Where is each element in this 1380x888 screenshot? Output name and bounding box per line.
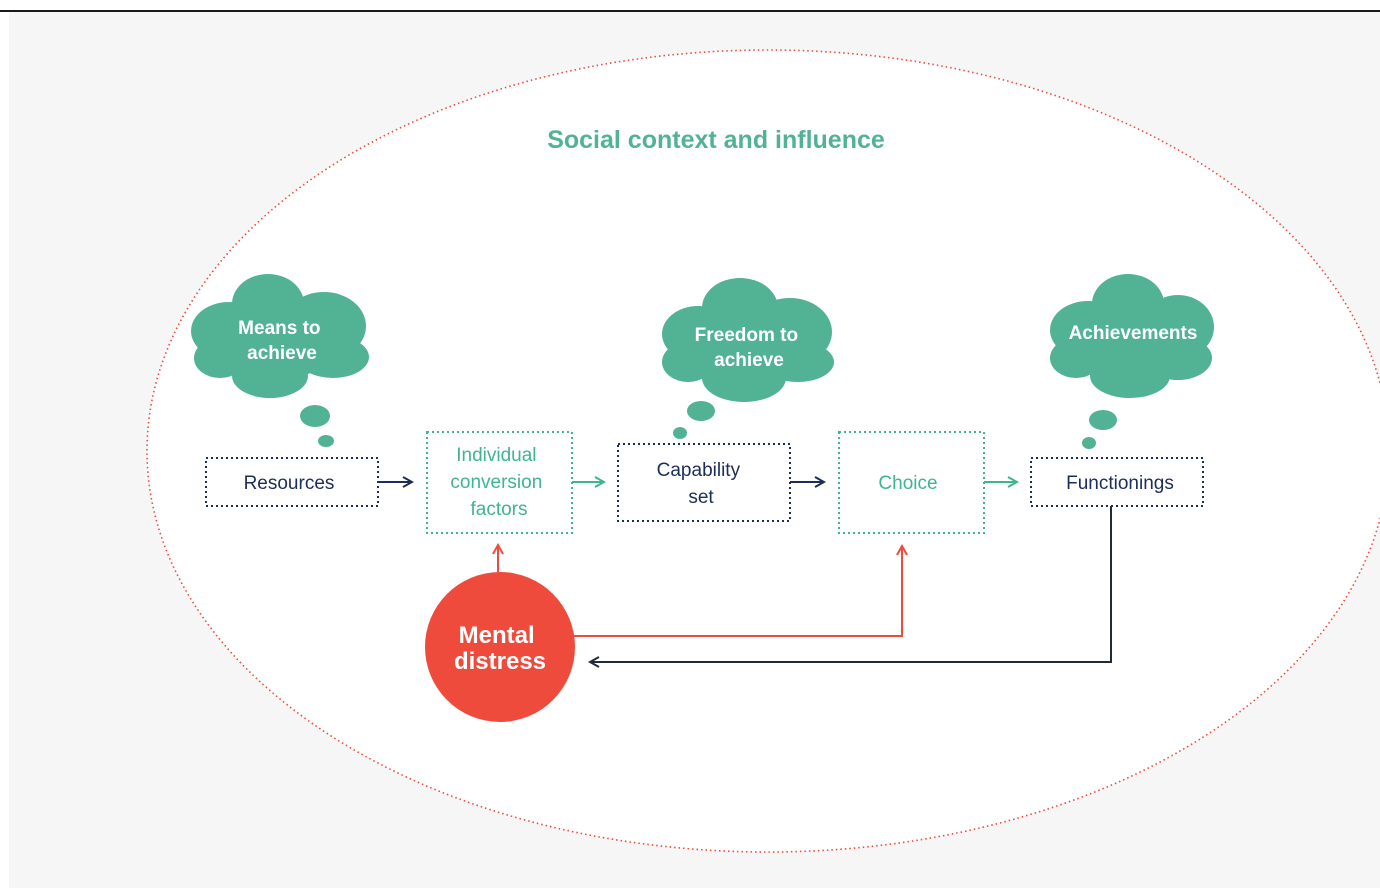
- box-label-line: Individual: [456, 445, 536, 466]
- box-label-line: Resources: [244, 473, 335, 494]
- svg-text:Capability set: Capability set: [657, 460, 746, 508]
- cloud-bubble-large: [687, 401, 715, 421]
- circle-label-line: Mental: [459, 622, 535, 649]
- cloud-bubble-large: [300, 405, 330, 427]
- svg-text:Resources: Resources: [244, 473, 335, 494]
- cloud-bubble-small: [1082, 437, 1096, 449]
- arrow-functionings-to-distress: [590, 506, 1112, 662]
- box-label-line: Functionings: [1066, 473, 1174, 494]
- cloud-freedom-to-achieve: Freedom to achieve: [662, 278, 834, 439]
- box-label-line: factors: [470, 499, 527, 520]
- box-individual-conversion-factors: Individual conversion factors: [426, 431, 573, 534]
- box-border: [617, 443, 791, 522]
- svg-text:Individual conversion: Individual conversion factors: [450, 445, 547, 520]
- cloud-bubble-small: [673, 427, 687, 439]
- cloud-label-line: Freedom to: [695, 325, 798, 346]
- svg-text:Functionings: Functionings: [1066, 473, 1174, 494]
- svg-text:Freedom to achieve: Freedom to achieve: [695, 325, 804, 371]
- box-choice: Choice: [838, 431, 985, 534]
- cloud-shape: [662, 278, 834, 402]
- svg-text:Mental distress: Mental distress: [454, 622, 546, 675]
- mental-distress-node: Mental distress: [425, 572, 575, 722]
- box-label-line: Capability: [657, 460, 741, 481]
- cloud-label-line: Means to: [238, 318, 320, 339]
- cloud-shape: [1050, 274, 1214, 398]
- svg-text:Means to achieve: Means to achieve: [238, 318, 326, 364]
- box-resources: Resources: [205, 457, 379, 507]
- cloud-bubble-small: [318, 435, 334, 447]
- box-border: [838, 431, 985, 534]
- box-border: [205, 457, 379, 507]
- circle-label-line: distress: [454, 648, 546, 675]
- cloud-bubble-large: [1089, 410, 1117, 430]
- arrow-distress-to-choice: [574, 546, 902, 637]
- cloud-achievements: Achievements: [1050, 274, 1214, 449]
- box-label-line: conversion: [450, 472, 542, 493]
- svg-text:Achievements: Achievements: [1069, 323, 1198, 344]
- box-functionings: Functionings: [1030, 457, 1204, 507]
- box-label-line: set: [688, 487, 714, 508]
- mental-distress-circle: [425, 572, 575, 722]
- cloud-label-line: achieve: [247, 343, 317, 364]
- diagram-title: Social context and influence: [547, 126, 885, 154]
- box-label-line: Choice: [878, 473, 937, 494]
- cloud-shape: [191, 274, 369, 398]
- top-rule: [0, 0, 1380, 12]
- cloud-label-line: achieve: [714, 350, 784, 371]
- svg-text:Choice: Choice: [878, 473, 937, 494]
- box-capability-set: Capability set: [617, 443, 791, 522]
- box-border: [1030, 457, 1204, 507]
- cloud-means-to-achieve: Means to achieve: [191, 274, 369, 447]
- cloud-label-line: Achievements: [1069, 323, 1198, 344]
